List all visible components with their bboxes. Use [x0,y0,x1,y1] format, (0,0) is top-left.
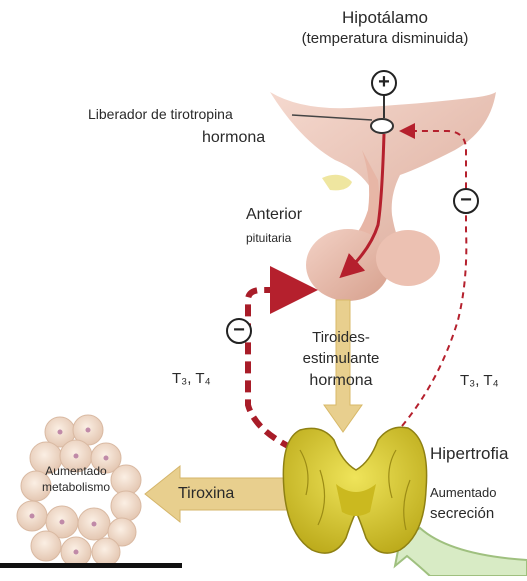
left-feedback-line [248,290,300,448]
inhibit-symbol-left: − [226,318,252,344]
yellow-nucleus [322,175,352,191]
hypertrophy-label: Hipertrofia [430,444,508,464]
trh-neuron [371,119,393,133]
tsh-label-line3: hormona [286,371,396,390]
metabolism-label-line2: metabolismo [18,480,134,494]
trh-label-line1: Liberador de tirotropina [88,106,233,123]
stimulate-symbol: + [371,70,397,96]
t3t4-right-label: T₃, T₄ [460,372,499,390]
pituitary-label: pituitaria [246,231,291,245]
tsh-label-line1: Tiroides- [286,329,396,347]
anterior-label: Anterior [246,205,302,224]
trh-label-line2: hormona [202,128,265,147]
thyroid-gland [283,427,426,553]
hypothalamus-subtitle: (temperatura disminuida) [268,30,502,48]
tsh-label-line2: estimulante [286,350,396,368]
hypothalamus-title: Hipotálamo [310,8,460,28]
secretion-label-line1: Aumentado [430,485,497,501]
secretion-label-line2: secreción [430,505,494,523]
pituitary-posterior [376,230,440,286]
inhibit-symbol-right: − [453,188,479,214]
metabolism-label-line1: Aumentado [18,464,134,478]
thyroxine-label: Tiroxina [178,484,234,503]
t3t4-left-label: T₃, T₄ [172,370,211,388]
bottom-bar [0,563,182,568]
